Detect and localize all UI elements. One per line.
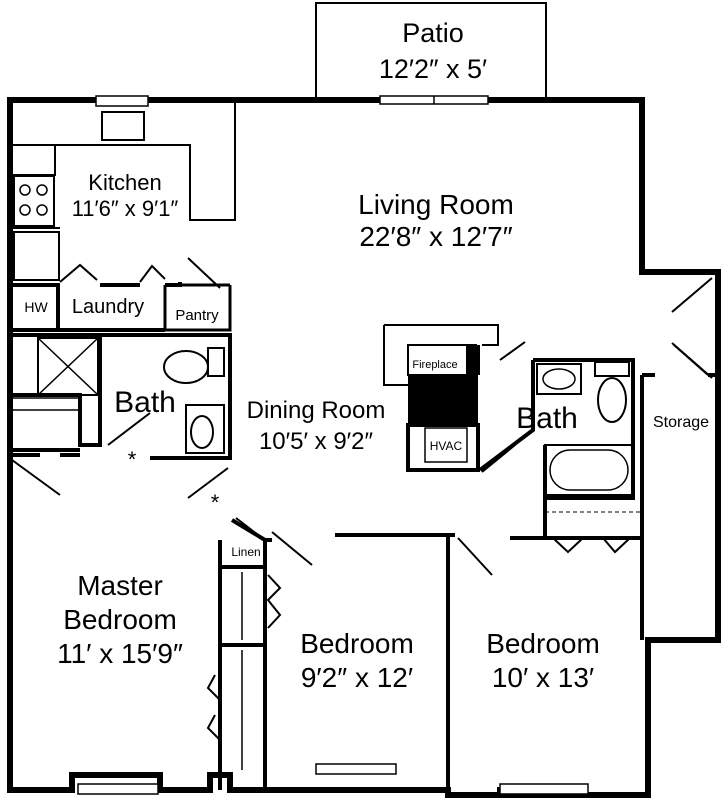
- bath-2-label: Bath: [516, 402, 578, 435]
- sink-2-icon: [536, 363, 582, 395]
- storage-label: Storage: [653, 414, 709, 431]
- tub-2-icon: [544, 444, 634, 496]
- hall-walls: [218, 518, 267, 790]
- tub-edge: [9, 397, 81, 411]
- stove-icon: [13, 175, 55, 227]
- master-window: [77, 783, 159, 795]
- asterisk-1: *: [128, 447, 137, 472]
- master-bedroom-name-line1: Master: [77, 570, 163, 601]
- dining-room-name: Dining Room: [247, 397, 386, 424]
- sink-icon: [101, 111, 145, 141]
- linen-label: Linen: [231, 545, 260, 559]
- laundry-walls: [10, 282, 182, 332]
- bedroom-2-name: Bedroom: [300, 628, 414, 659]
- living-room-size: 22′8″ x 12′7″: [359, 221, 512, 252]
- patio: Patio 12′2″ x 5′: [315, 2, 547, 105]
- patio-size: 12′2″ x 5′: [379, 54, 487, 84]
- dining-room: Dining Room 10′5′ x 9′2″ *: [187, 397, 386, 515]
- exterior-wall-left-top: [7, 97, 75, 793]
- laundry-label: Laundry: [72, 296, 144, 318]
- kitchen-size: 11′6″ x 9′1″: [72, 196, 179, 221]
- storage-walls: [640, 373, 718, 640]
- exterior-wall-bottom-mid: [227, 637, 651, 798]
- patio-name: Patio: [402, 18, 464, 48]
- exterior-wall-bottom-left: [69, 772, 233, 793]
- linen-closet: Linen: [206, 517, 282, 790]
- pantry-walls: [163, 283, 232, 332]
- linen-door-swing: [235, 517, 263, 539]
- bath-2: Bath: [478, 358, 642, 554]
- living-room-name: Living Room: [358, 189, 514, 220]
- bedroom-2-size: 9′2″ x 12′: [301, 662, 413, 693]
- master-door-swing-2: [11, 459, 61, 496]
- master-door-swing: [187, 467, 229, 499]
- toilet-1-icon: [185, 404, 225, 454]
- shower-icon: [37, 337, 99, 396]
- bedroom-3-name: Bedroom: [486, 628, 600, 659]
- dining-room-size: 10′5′ x 9′2″: [259, 428, 374, 455]
- pantry-label: Pantry: [175, 307, 219, 324]
- entry-door-swing: [671, 277, 713, 379]
- sink-1-icon: [163, 350, 209, 384]
- pantry-door-swing: [187, 257, 221, 289]
- fridge-icon: [13, 231, 60, 281]
- closet-bifold-left: [206, 674, 221, 741]
- bath-1-label: Bath: [114, 386, 176, 419]
- bedroom-2-door-swing: [271, 531, 313, 566]
- bedroom-3-door-swing: [457, 537, 493, 576]
- closet-door-swings: [552, 537, 631, 554]
- fireplace-hearth: [383, 324, 499, 386]
- bath-1-door-swing: [107, 412, 151, 446]
- bedroom-walls: [10, 453, 545, 790]
- hw-label: HW: [24, 299, 48, 315]
- storage-door-swing: [673, 344, 709, 376]
- bath-1: Bath *: [9, 333, 232, 472]
- storage: Storage: [640, 344, 718, 640]
- closet-bifold-right: [266, 574, 282, 629]
- hvac-label: HVAC: [430, 439, 463, 453]
- laundry-area: HW Laundry Pantry: [10, 257, 232, 332]
- kitchen-name: Kitchen: [88, 170, 161, 195]
- bedroom-labels: Master Bedroom 11′ x 15′9″ Bedroom 9′2″ …: [57, 570, 600, 693]
- bath-2-walls: [478, 358, 642, 540]
- kitchen: Kitchen 11′6″ x 9′1″: [10, 95, 236, 281]
- exterior-wall-right-upper: [639, 97, 721, 643]
- bedroom-3-window: [499, 783, 589, 795]
- laundry-door-swings: [59, 263, 166, 283]
- windows: [77, 763, 589, 795]
- bedroom-2-window: [315, 763, 397, 775]
- closet-door-swing: [499, 341, 526, 361]
- toilet-2-tank: [594, 361, 630, 377]
- fireplace-hvac: Fireplace HVAC: [383, 324, 526, 472]
- bedroom-3-size: 10′ x 13′: [492, 662, 594, 693]
- bedroom-3-walls: [448, 533, 545, 540]
- chimney-block: [408, 375, 478, 425]
- fireplace-label: Fireplace: [412, 359, 457, 371]
- kitchen-window: [95, 95, 149, 107]
- bath-2-door-swing: [481, 444, 516, 473]
- master-bedroom-size: 11′ x 15′9″: [57, 638, 183, 669]
- asterisk-2: *: [211, 490, 220, 515]
- toilet-2-icon: [597, 377, 627, 423]
- master-bedroom-name-line2: Bedroom: [63, 604, 177, 635]
